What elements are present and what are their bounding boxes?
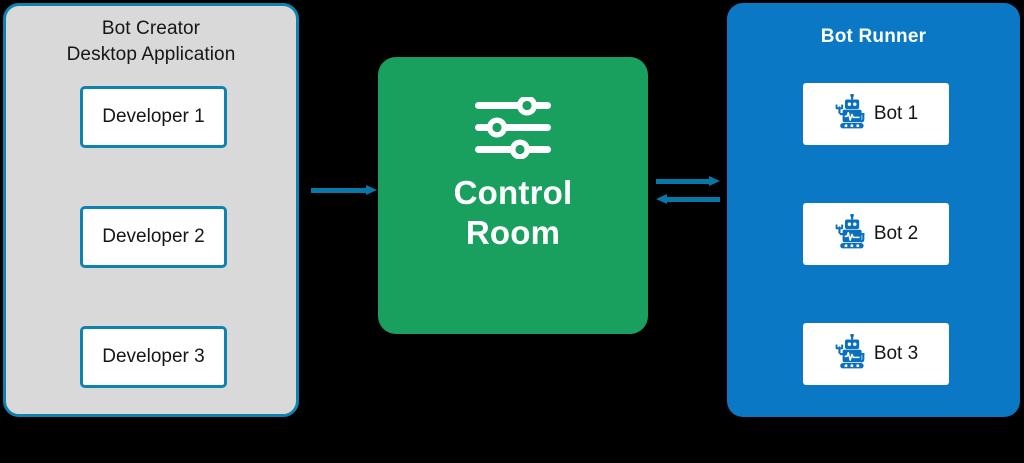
bot-creator-title: Bot Creator Desktop Application [6, 16, 296, 68]
developer-label: Developer 1 [102, 106, 205, 127]
robot-icon [835, 214, 865, 249]
sliders-icon [475, 97, 551, 159]
robot-icon [835, 334, 865, 369]
control-room-label-line2: Room [465, 214, 561, 251]
bot-box-3[interactable]: Bot 3 [803, 323, 949, 385]
arrow-shaft [311, 188, 367, 193]
developer-box-1[interactable]: Developer 1 [80, 86, 227, 148]
bot-box-1[interactable]: Bot 1 [803, 83, 949, 145]
control-room-label-line1: Control [453, 174, 573, 211]
arrow-control-room-to-runner-icon [656, 176, 720, 186]
developer-label: Developer 3 [102, 346, 205, 367]
arrow-head [366, 185, 377, 195]
developer-box-2[interactable]: Developer 2 [80, 206, 227, 268]
bot-label: Bot 1 [873, 103, 919, 124]
bot-runner-title: Bot Runner [820, 26, 927, 47]
bot-creator-title-line2: Desktop Application [66, 44, 236, 65]
bot-box-2[interactable]: Bot 2 [803, 203, 949, 265]
developer-label: Developer 2 [102, 226, 205, 247]
control-room-node[interactable]: Control Room [378, 57, 648, 334]
control-room-label: Control Room [454, 173, 573, 253]
developer-box-3[interactable]: Developer 3 [80, 326, 227, 388]
bot-label: Bot 2 [873, 223, 919, 244]
arrow-shaft [656, 179, 710, 184]
arrow-runner-to-control-room-icon [656, 194, 720, 204]
bot-label: Bot 3 [873, 343, 919, 364]
robot-icon [835, 94, 865, 129]
bot-creator-panel: Bot Creator Desktop Application Develope… [3, 3, 299, 417]
arrow-shaft [666, 197, 720, 202]
bot-runner-panel: Bot Runner [727, 3, 1020, 417]
arrow-head [709, 176, 720, 186]
bot-creator-title-line1: Bot Creator [101, 18, 201, 39]
arrow-creator-to-control-room-icon [311, 185, 377, 195]
arrow-head [656, 194, 667, 204]
